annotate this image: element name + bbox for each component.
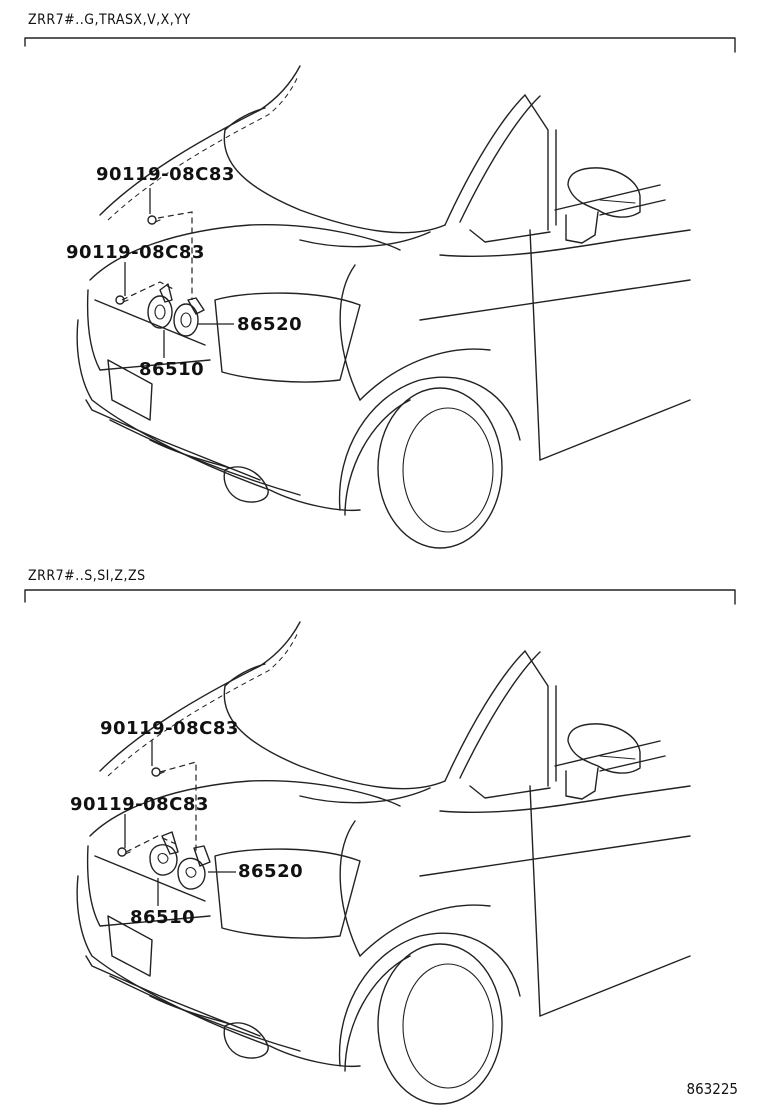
horn-86520 (173, 297, 205, 337)
vehicle-front-drawing (24, 37, 736, 549)
body-upper-line (439, 229, 691, 257)
license-plate (107, 915, 153, 977)
grille-bar (94, 855, 206, 902)
door-front-edge (529, 785, 541, 1017)
bumper-outline (76, 319, 361, 512)
callout-horn-86520: 86520 (238, 861, 304, 882)
bolt-lower (115, 295, 129, 305)
bolt-upper (147, 215, 161, 225)
hood-center-crease (223, 129, 446, 234)
callout-bolt-lower: 90119-08C83 (66, 242, 205, 263)
side-window-line (554, 740, 661, 767)
front-wheel (377, 943, 503, 1105)
a-pillar (524, 94, 549, 231)
hood-center-crease (223, 685, 446, 790)
bolt-upper (151, 767, 165, 777)
front-wheel (377, 387, 503, 549)
side-window-line-2 (599, 199, 666, 216)
bumper-groove (149, 995, 231, 1025)
fender-line (359, 348, 491, 401)
hood-front-edge (299, 231, 431, 248)
bumper-groove (149, 439, 231, 469)
headlight (214, 292, 361, 383)
panel-frame-line (24, 37, 736, 53)
side-window-line-2 (599, 755, 666, 772)
horn-86520 (177, 845, 211, 890)
wheel-arch (338, 932, 521, 1067)
rocker-line (539, 399, 691, 461)
horn-86510 (147, 283, 173, 329)
vehicle-front-drawing (24, 589, 736, 1105)
hood-vent (224, 107, 266, 131)
grille-bar (94, 299, 206, 346)
fender-front (339, 820, 361, 957)
grille-left (86, 845, 211, 927)
fender-front (339, 264, 361, 401)
fascia-upper (89, 223, 401, 281)
hood-edge-dashed (107, 75, 299, 221)
diagram-panel-bottom: ZRR7#..S,SI,Z,ZS (0, 556, 760, 1112)
hood-left-edge (99, 65, 301, 216)
bolt-lower-install-line (121, 281, 176, 301)
side-mirror (567, 167, 641, 218)
callout-bolt-upper: 90119-08C83 (100, 718, 239, 739)
mirror-turn-signal (599, 199, 636, 204)
bolt-upper-install-line (159, 761, 197, 854)
wheel-rim (402, 963, 494, 1089)
callout-bolt-upper: 90119-08C83 (96, 164, 235, 185)
headlight (214, 848, 361, 939)
bolt-lower-install-line (125, 835, 177, 853)
fog-lamp (223, 466, 269, 503)
mirror-base (565, 211, 599, 244)
mirror-turn-signal (599, 755, 636, 760)
grille-left (86, 289, 211, 371)
callout-horn-86510: 86510 (130, 907, 196, 928)
panel-title: ZRR7#..S,SI,Z,ZS (28, 568, 146, 584)
side-mirror (567, 723, 641, 774)
callout-bolt-lower: 90119-08C83 (70, 794, 209, 815)
bolt-lower (117, 847, 131, 857)
fascia-upper (89, 779, 401, 837)
license-plate (107, 359, 153, 421)
door-crease (419, 835, 691, 877)
hood-edge-dashed (107, 631, 299, 777)
body-upper-line (439, 785, 691, 813)
hood-left-edge (99, 621, 301, 772)
fog-lamp (223, 1022, 269, 1059)
bumper-lower-line (85, 399, 261, 481)
horn-86510 (149, 831, 179, 876)
diagram-code: 863225 (686, 1080, 738, 1098)
callout-horn-86510: 86510 (139, 359, 205, 380)
a-pillar (524, 650, 549, 787)
diagram-panel-top: ZRR7#..G,TRASX,V,X,YY (24, 12, 736, 549)
callout-horn-86520: 86520 (237, 314, 303, 335)
hood-front-edge (299, 787, 431, 804)
fender-line (359, 904, 491, 957)
bumper-outline (76, 875, 361, 1068)
wheel-arch-inner (344, 955, 411, 1072)
a-pillar-outer (459, 651, 541, 779)
door-crease (419, 279, 691, 321)
wheel-arch-inner (344, 399, 411, 516)
bumper-lower-line (85, 955, 261, 1037)
window-base (469, 785, 551, 799)
bolt-upper-install-line (157, 211, 193, 300)
side-window-line (554, 184, 661, 211)
wheel-rim (402, 407, 494, 533)
panel-title: ZRR7#..G,TRASX,V,X,YY (28, 12, 191, 28)
window-base (469, 229, 551, 243)
a-pillar-outer (459, 95, 541, 223)
hood-vent (224, 663, 266, 687)
wheel-arch (338, 376, 521, 511)
windshield-base (444, 94, 526, 226)
lower-lip (109, 419, 301, 496)
panel-frame-line (24, 589, 736, 605)
windshield-base (444, 650, 526, 782)
rocker-line (539, 955, 691, 1017)
mirror-base (565, 767, 599, 800)
lower-lip (109, 975, 301, 1052)
door-front-edge (529, 229, 541, 461)
